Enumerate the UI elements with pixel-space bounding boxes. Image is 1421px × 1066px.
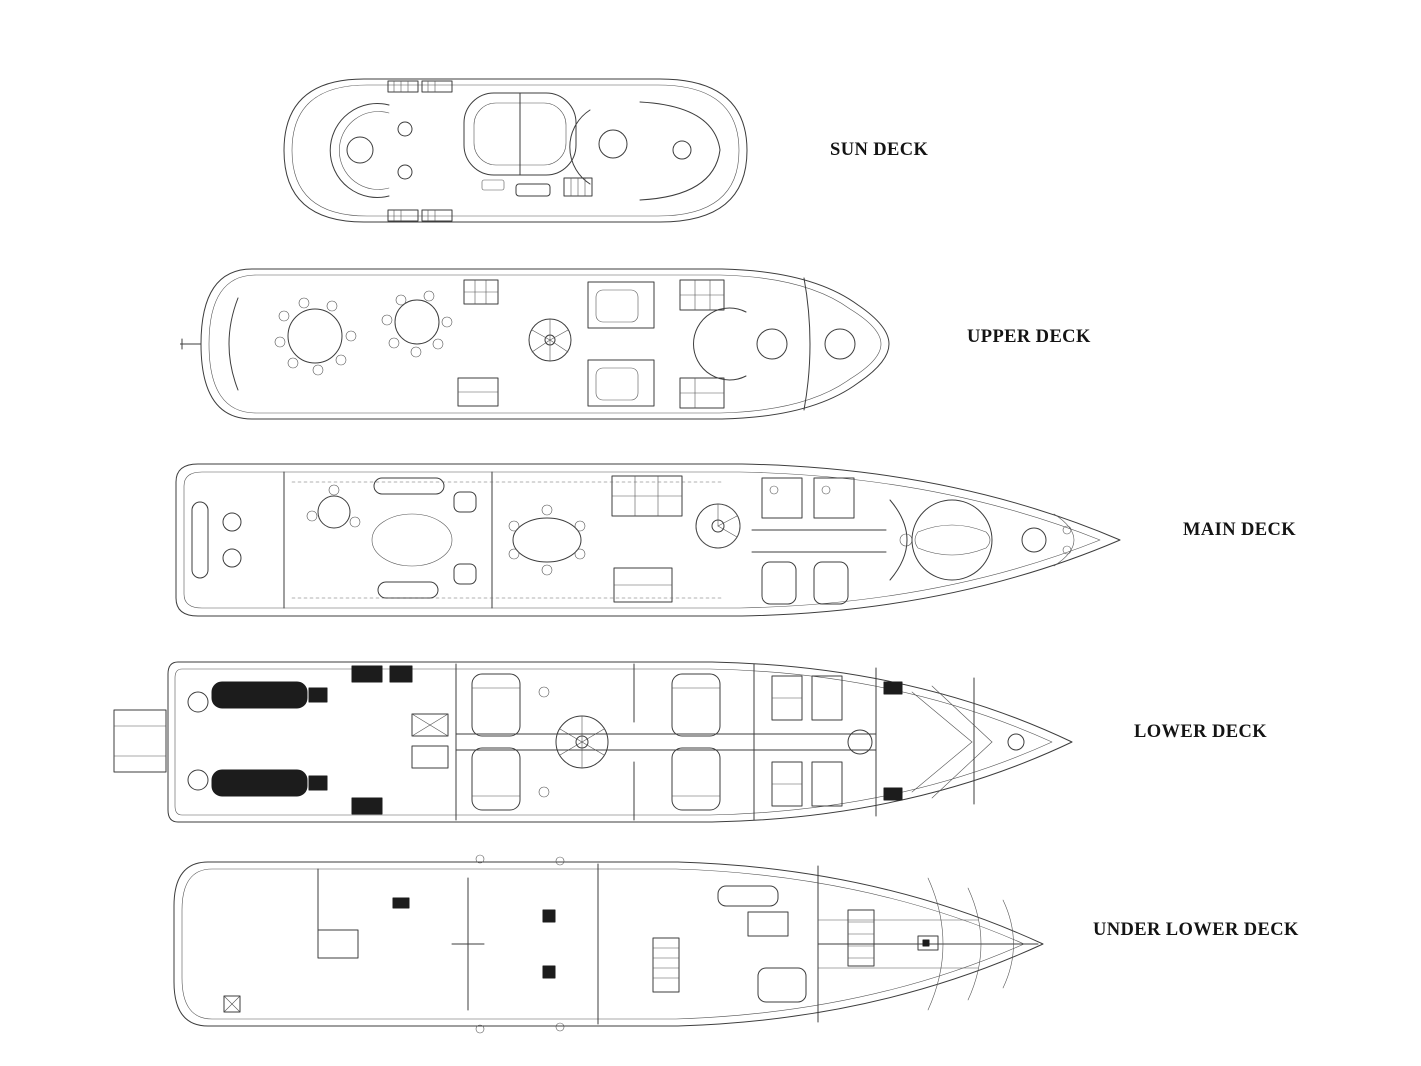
main-deck-drawing [175,463,1121,617]
main-deck-label: MAIN DECK [1183,520,1297,540]
upper-deck-hull [180,268,890,420]
deck-row-upper-deck: UPPER DECK [180,260,1090,428]
deck-row-main-deck: MAIN DECK [162,452,1296,627]
upper-deck-drawing [180,268,890,420]
deck-row-under-lower-deck: UNDER LOWER DECK [158,850,1298,1038]
upper-deck-interior [228,277,856,411]
deck-row-lower-deck: LOWER DECK [112,652,1267,830]
under-lower-deck-label: UNDER LOWER DECK [1093,920,1299,940]
deck-row-sun-deck: SUN DECK [268,72,928,232]
main-deck-interior [191,471,1075,609]
lower-deck-label: LOWER DECK [1134,722,1268,742]
sun-deck-interior [329,80,721,222]
sun-deck-label: SUN DECK [830,140,929,160]
lower-deck-interior [187,663,1025,821]
upper-deck-label: UPPER DECK [967,327,1091,347]
sun-deck-drawing [283,78,748,223]
main-deck-hull [175,463,1121,617]
lower-deck-drawing [113,661,1073,823]
under-lower-deck-hull [173,861,1044,1027]
under-lower-deck-interior [223,854,1039,1034]
sun-deck-hull [283,78,748,223]
under-lower-deck-drawing [173,854,1044,1034]
